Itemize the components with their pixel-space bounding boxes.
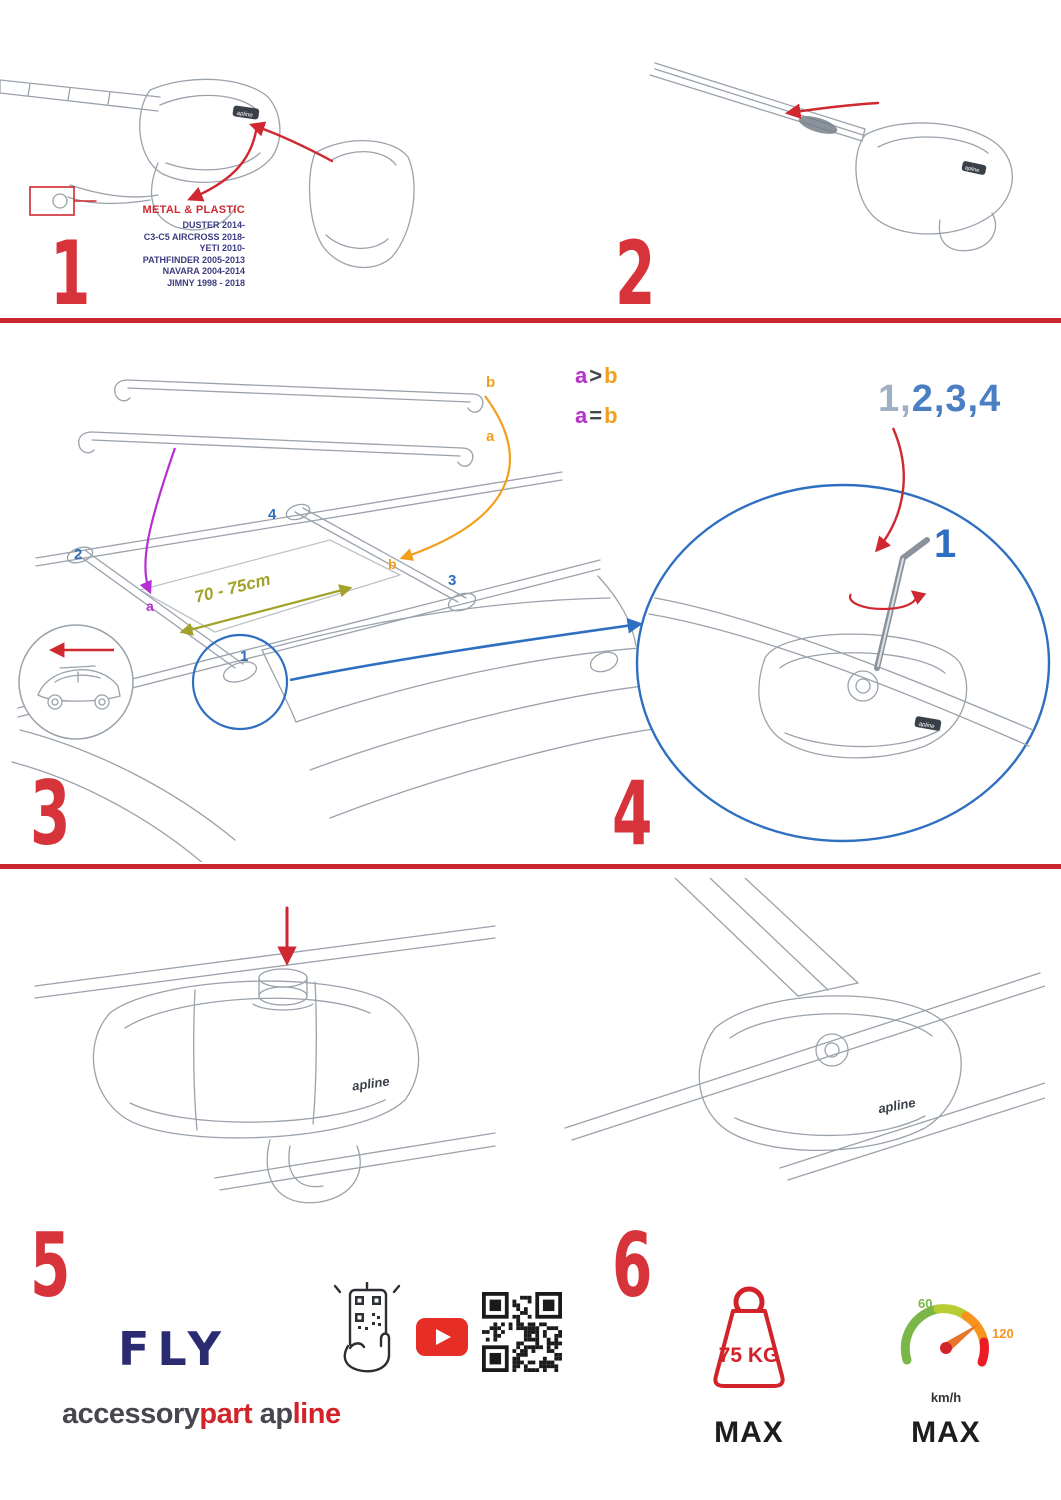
brand-wordmark: accessorypart apline bbox=[62, 1398, 341, 1431]
step6-number: 6 bbox=[612, 1214, 652, 1317]
qr-code bbox=[482, 1292, 562, 1372]
insert-arrow bbox=[784, 101, 880, 119]
formula-op: > bbox=[589, 363, 603, 388]
step4-illustration: apline bbox=[635, 427, 1051, 843]
formula-b: b bbox=[604, 363, 618, 388]
section-divider bbox=[0, 864, 1061, 869]
formula-a-eq-b: a=b bbox=[575, 403, 618, 429]
formula-op: = bbox=[589, 403, 603, 428]
model-item: NAVARA 2004-2014 bbox=[162, 266, 245, 276]
roof-label-a: a bbox=[146, 598, 154, 614]
model-item: JIMNY 1998 - 2018 bbox=[167, 277, 245, 288]
speedometer-icon bbox=[900, 1304, 989, 1367]
position-4-label: 4 bbox=[268, 506, 277, 523]
step5-illustration bbox=[34, 906, 496, 1204]
speed-unit-label: km/h bbox=[930, 1390, 962, 1405]
formula-a: a bbox=[575, 403, 588, 428]
speed-high-label: 120 bbox=[992, 1326, 1014, 1341]
sequence-rest: 2,3,4 bbox=[911, 378, 1002, 420]
apline-logo-chip: apline bbox=[232, 105, 260, 120]
mounted-foot-drawing bbox=[564, 878, 1045, 1181]
model-item: C3-C5 AIRCROSS 2018- bbox=[143, 231, 245, 242]
step2-number: 2 bbox=[615, 222, 655, 325]
bar-label-a: a bbox=[486, 428, 495, 445]
step1-arrows bbox=[29, 121, 334, 216]
bar-label-b: b bbox=[486, 374, 496, 391]
distance-arrow bbox=[179, 584, 353, 636]
crossbar-end-drawing bbox=[649, 62, 1013, 252]
weight-limit-icon bbox=[713, 1286, 785, 1388]
step3-number: 3 bbox=[30, 762, 70, 865]
step4-number: 4 bbox=[612, 762, 652, 865]
car-direction-icon bbox=[18, 624, 134, 740]
product-name: FLY bbox=[118, 1322, 229, 1376]
step5-number: 5 bbox=[30, 1214, 70, 1317]
rotate-arrow bbox=[848, 590, 927, 611]
brand-line: line bbox=[292, 1398, 341, 1430]
apline-logo-chip: apline bbox=[961, 161, 987, 175]
brand-part: part bbox=[199, 1398, 253, 1430]
sequence-lead: 1, bbox=[878, 378, 912, 420]
highlight-circle bbox=[191, 633, 289, 731]
speedometer-needle bbox=[942, 1323, 980, 1353]
formula-a: a bbox=[575, 363, 588, 388]
allen-key-drawing bbox=[874, 537, 930, 671]
speed-low-label: 60 bbox=[918, 1296, 933, 1311]
step2-illustration: apline bbox=[649, 62, 1013, 252]
step3-illustration bbox=[11, 379, 660, 862]
svg-text:apline: apline bbox=[918, 721, 935, 730]
svg-text:apline: apline bbox=[236, 111, 253, 119]
formula-a-gt-b: a>b bbox=[575, 363, 618, 389]
guide-curve-a bbox=[139, 447, 177, 595]
roofbar-foot-drawing bbox=[0, 78, 415, 269]
foot-detail-drawing bbox=[648, 597, 1034, 759]
qr-finder-patterns bbox=[482, 1292, 562, 1372]
brand-ap: ap bbox=[259, 1398, 293, 1430]
section-divider bbox=[0, 318, 1061, 323]
max-speed-label: MAX bbox=[911, 1416, 981, 1449]
tighten-sequence-label: 1,2,3,4 bbox=[878, 378, 1001, 421]
position-2-label: 2 bbox=[74, 546, 83, 563]
foot-knob-drawing bbox=[34, 925, 496, 1204]
qr-modules bbox=[482, 1295, 562, 1372]
max-weight-value: 75 KG bbox=[718, 1344, 780, 1367]
formula-b: b bbox=[604, 403, 618, 428]
guide-curve-b bbox=[399, 395, 511, 561]
brand-accessory: accessory bbox=[62, 1398, 200, 1430]
step1-number: 1 bbox=[50, 222, 90, 325]
model-item: DUSTER 2014- bbox=[182, 220, 245, 230]
car-roof-drawing bbox=[11, 471, 660, 862]
step6-illustration bbox=[564, 878, 1045, 1181]
svg-text:apline: apline bbox=[964, 165, 980, 174]
zoom-pointer-arrow bbox=[289, 618, 644, 682]
loose-crossbars-drawing bbox=[78, 379, 484, 467]
model-item: PATHFINDER 2005-2013 bbox=[142, 254, 245, 265]
sequence-arrow bbox=[874, 427, 905, 553]
youtube-icon bbox=[416, 1318, 468, 1356]
phone-qr-pattern bbox=[355, 1296, 381, 1330]
position-3-label: 3 bbox=[448, 572, 457, 589]
model-list: DUSTER 2014- C3-C5 AIRCROSS 2018- YETI 2… bbox=[85, 220, 245, 289]
zoom-circle bbox=[635, 483, 1051, 843]
apline-logo-chip: apline bbox=[914, 716, 942, 731]
max-weight-label: MAX bbox=[714, 1416, 784, 1449]
roof-label-b: b bbox=[388, 556, 397, 572]
model-item: YETI 2010- bbox=[199, 243, 245, 253]
sequence-first-label: 1 bbox=[934, 522, 957, 566]
scan-qr-phone-icon bbox=[333, 1282, 401, 1373]
step1-illustration: apline bbox=[0, 78, 415, 269]
material-label: METAL & PLASTIC bbox=[142, 204, 245, 216]
position-1-label: 1 bbox=[240, 648, 249, 665]
